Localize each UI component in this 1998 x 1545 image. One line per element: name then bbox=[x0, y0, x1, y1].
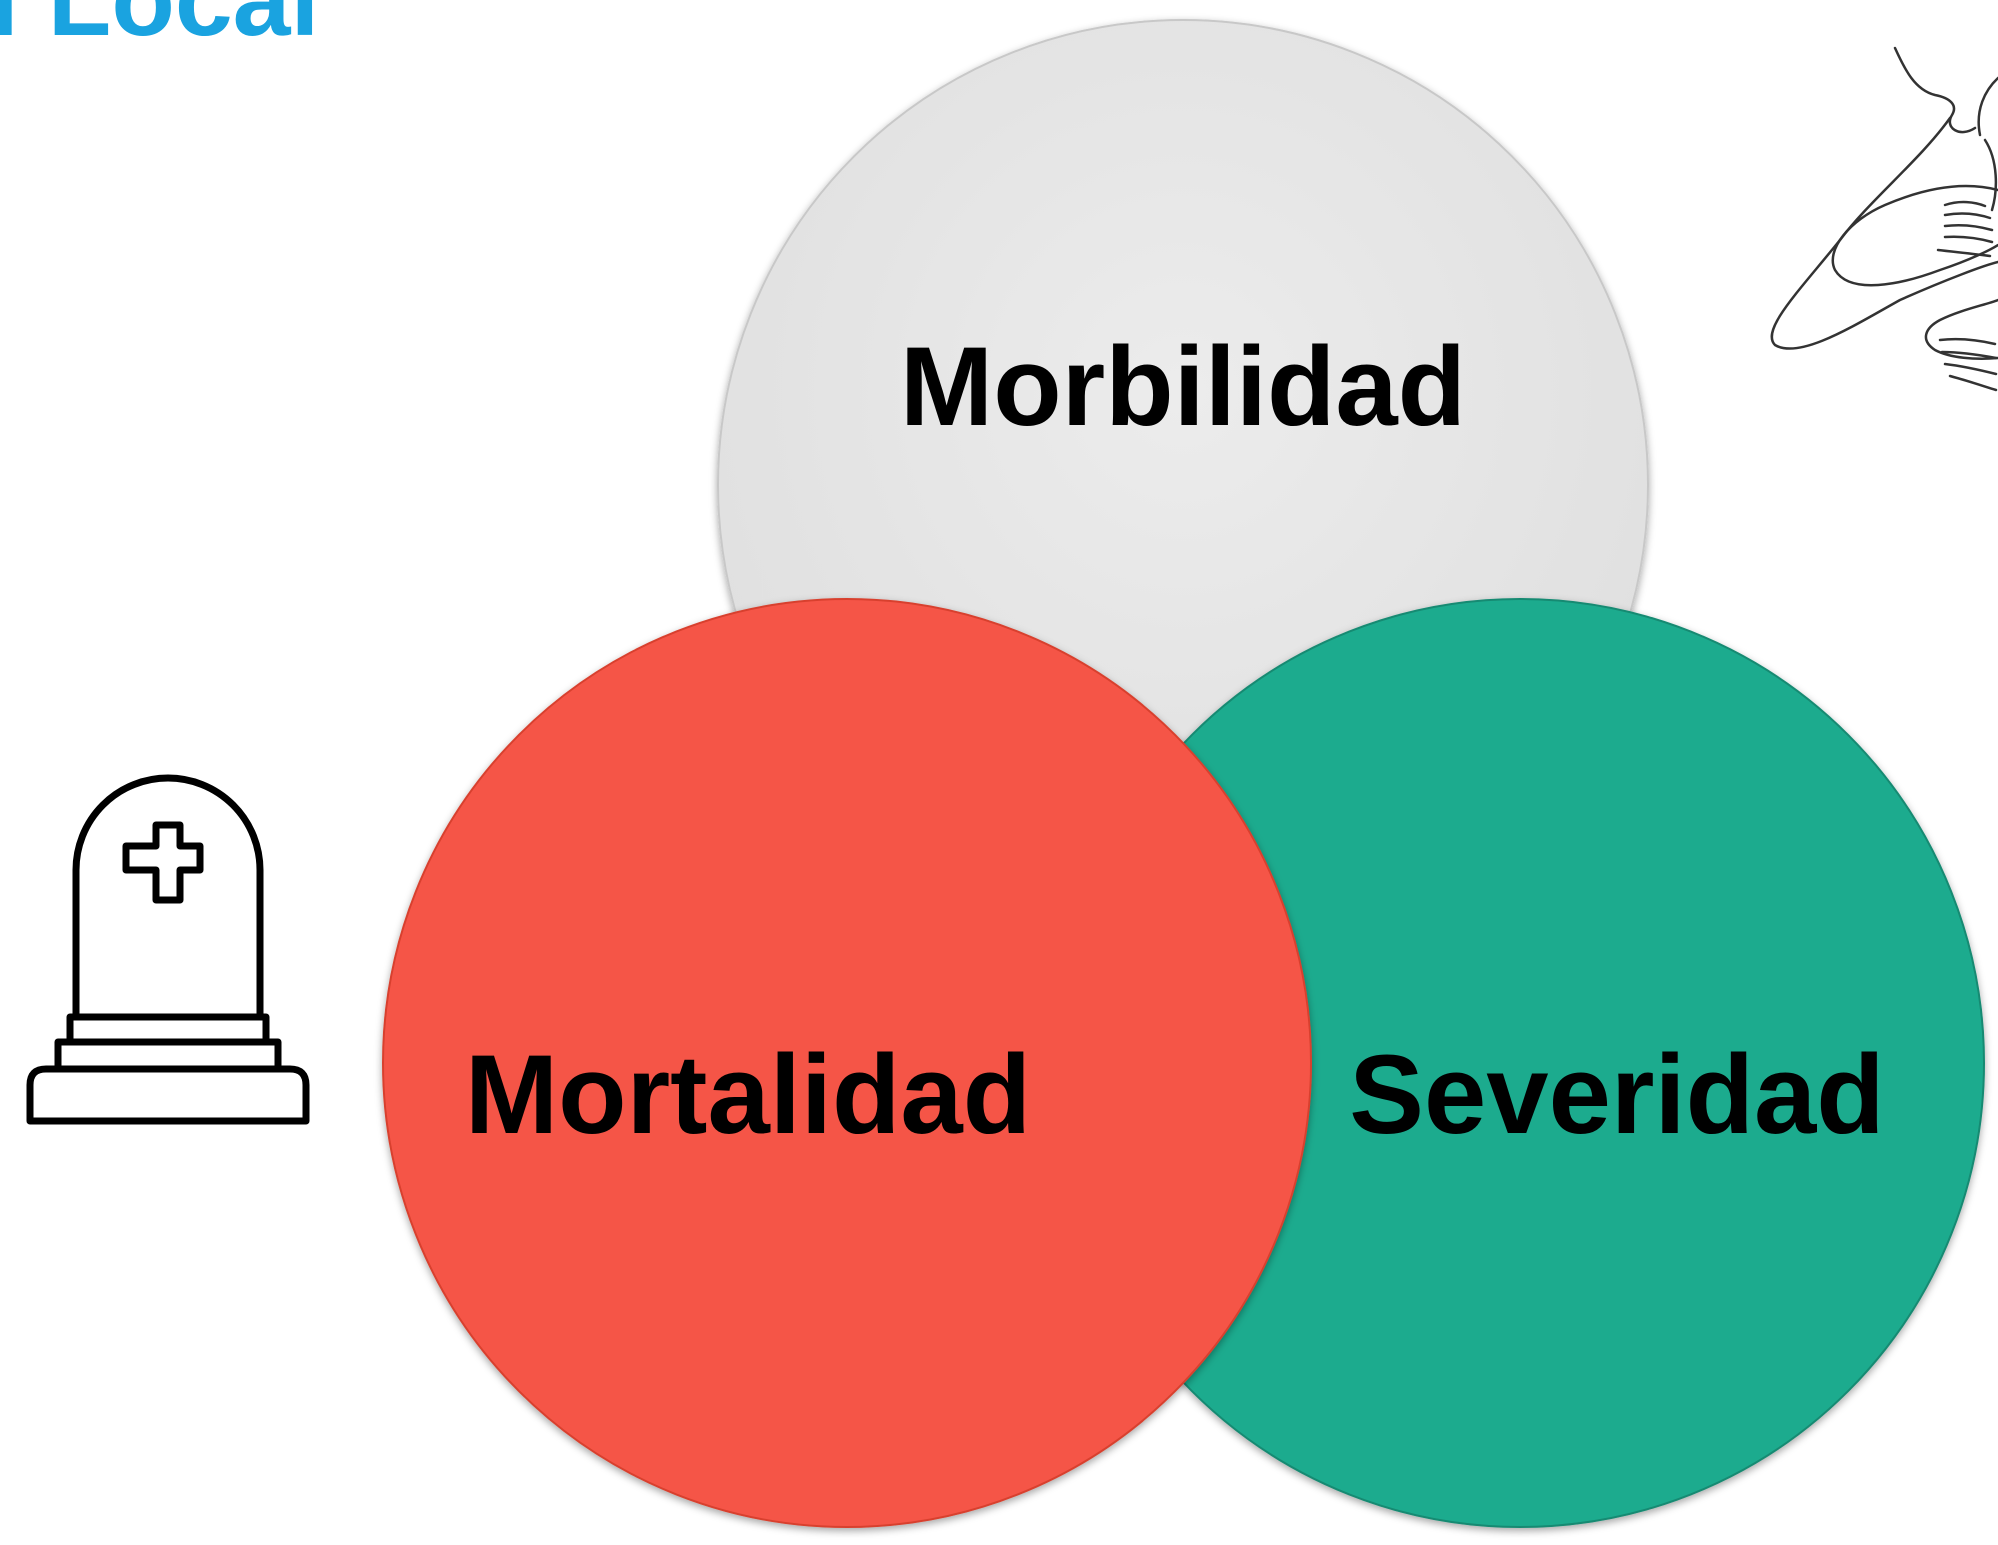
hands-on-belly-line-art-icon bbox=[1770, 46, 1998, 392]
morbilidad-label: Morbilidad bbox=[900, 324, 1466, 449]
tombstone-cross-icon bbox=[26, 774, 310, 1125]
page-title: ı Local bbox=[0, 0, 320, 58]
mortalidad-label: Mortalidad bbox=[465, 1032, 1031, 1157]
mortalidad-circle bbox=[382, 598, 1312, 1528]
severidad-label: Severidad bbox=[1349, 1032, 1884, 1157]
